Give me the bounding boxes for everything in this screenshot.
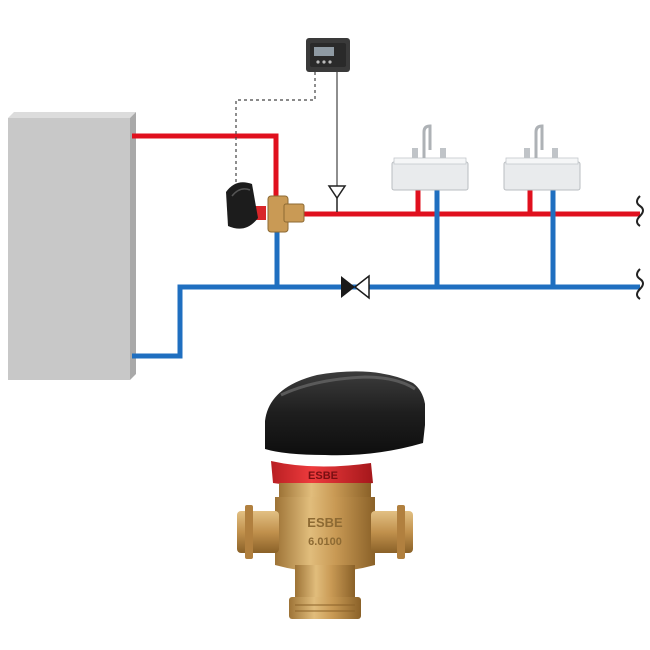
pipe-break-icon	[636, 195, 644, 300]
body-brand-label: ESBE	[307, 515, 343, 530]
actuator-body	[265, 371, 425, 456]
actuator-signal-line	[235, 72, 316, 182]
hot-supply-pipe	[132, 133, 640, 217]
sink-icon	[391, 124, 469, 191]
cold-return-pipe	[132, 190, 640, 359]
actuator-ring: ESBE	[271, 461, 373, 487]
ring-brand-label: ESBE	[308, 470, 338, 482]
mixing-valve-product-icon: ESBE ESBE 6.0100	[237, 371, 425, 619]
mixing-valve-icon	[226, 182, 305, 233]
boiler-icon	[8, 112, 136, 380]
check-valve-icon	[341, 274, 370, 300]
body-model-label: 6.0100	[308, 536, 342, 548]
temperature-sensor-icon	[327, 185, 347, 212]
controller-icon	[306, 38, 350, 72]
sink-icon	[503, 124, 581, 191]
valve-body: ESBE 6.0100	[237, 483, 413, 619]
